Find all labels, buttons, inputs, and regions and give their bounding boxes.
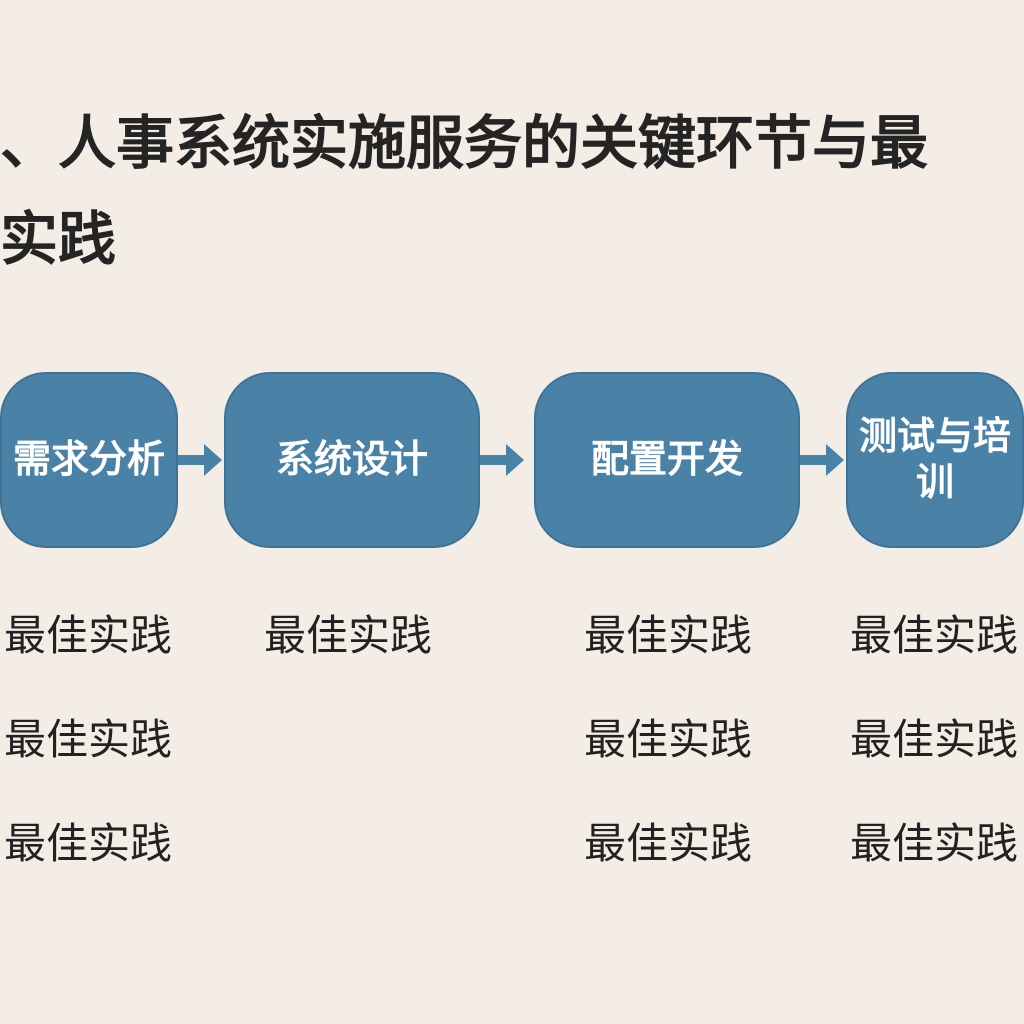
practice-item: 最佳实践 (4, 611, 173, 660)
arrow-right-icon (800, 444, 844, 476)
practice-item: 最佳实践 (584, 611, 753, 660)
title-line-1: 、人事系统实施服务的关键环节与最 (0, 109, 929, 177)
practice-item: 最佳实践 (4, 715, 173, 764)
title-line-2: 实践 (0, 205, 117, 273)
step-box-requirements: 需求分析 (0, 372, 178, 548)
step-label: 配置开发 (590, 437, 743, 482)
practice-item: 最佳实践 (584, 715, 753, 764)
practice-item: 最佳实践 (850, 819, 1019, 868)
practice-item: 最佳实践 (850, 715, 1019, 764)
arrow-right-icon (178, 444, 222, 476)
step-label: 测试与培训 (858, 414, 1011, 504)
practice-item: 最佳实践 (584, 819, 753, 868)
step-box-design: 系统设计 (224, 372, 480, 548)
practice-item: 最佳实践 (4, 819, 173, 868)
step-label: 需求分析 (12, 437, 165, 482)
step-box-development: 配置开发 (534, 372, 800, 548)
practice-item: 最佳实践 (850, 611, 1019, 660)
arrow-right-icon (480, 444, 524, 476)
step-box-testing: 测试与培训 (846, 372, 1024, 548)
practice-item: 最佳实践 (264, 611, 433, 660)
step-label: 系统设计 (275, 437, 428, 482)
